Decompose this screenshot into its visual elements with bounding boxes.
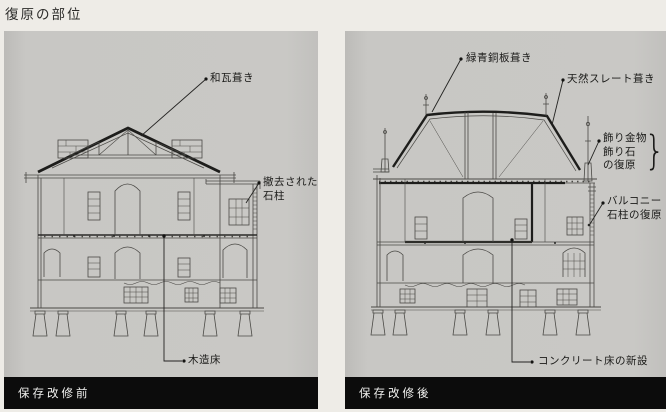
caption-after: 保存改修後 (359, 386, 432, 400)
label-balcony-pillar: バルコニー 石柱の復原 (607, 195, 662, 222)
label-concrete-floor: コンクリート床の新設 (538, 355, 648, 367)
label-tile-roof: 和瓦葺き (210, 72, 254, 84)
caption-bar-before: 保存改修前 (4, 377, 318, 409)
label-removed-pillar-line2: 石柱 (263, 189, 285, 202)
caption-before: 保存改修前 (18, 386, 91, 400)
panel-before: 和瓦葺き 撤去された 石柱 木造床 保存改修前 (4, 31, 318, 409)
label-removed-pillar-line1: 撤去された (263, 176, 318, 188)
label-copper-roof: 緑青銅板葺き (466, 52, 532, 64)
section-drawing-after: 緑青銅板葺き 天然スレート葺き 飾り金物 飾り石 の復原 } バルコニー 石柱の… (345, 31, 666, 377)
leader-lines (431, 57, 605, 364)
building-line-art (370, 93, 601, 336)
building-section-after-svg (370, 57, 605, 364)
label-ornament-line3: の復原 (603, 159, 636, 172)
label-wood-floor: 木造床 (188, 354, 221, 366)
leader-lines (140, 77, 261, 363)
label-ornament-line2: 飾り石 (603, 145, 636, 158)
label-balcony-line1: バルコニー (607, 195, 662, 207)
footings (32, 310, 253, 337)
label-ornament-restoration: 飾り金物 飾り石 の復原 (603, 132, 647, 173)
label-ornament-line1: 飾り金物 (603, 132, 647, 144)
ornament-brace: } (644, 128, 665, 174)
page-title: 復原の部位 (5, 7, 83, 23)
label-slate-roof: 天然スレート葺き (567, 73, 655, 85)
footings (370, 309, 591, 336)
building-section-before-svg (24, 77, 264, 363)
label-removed-pillar: 撤去された 石柱 (263, 176, 318, 203)
building-line-art (24, 126, 264, 337)
caption-bar-after: 保存改修後 (345, 377, 666, 409)
label-balcony-line2: 石柱の復原 (607, 208, 662, 221)
section-drawing-before: 和瓦葺き 撤去された 石柱 木造床 (4, 31, 318, 377)
panel-after: 緑青銅板葺き 天然スレート葺き 飾り金物 飾り石 の復原 } バルコニー 石柱の… (345, 31, 666, 409)
